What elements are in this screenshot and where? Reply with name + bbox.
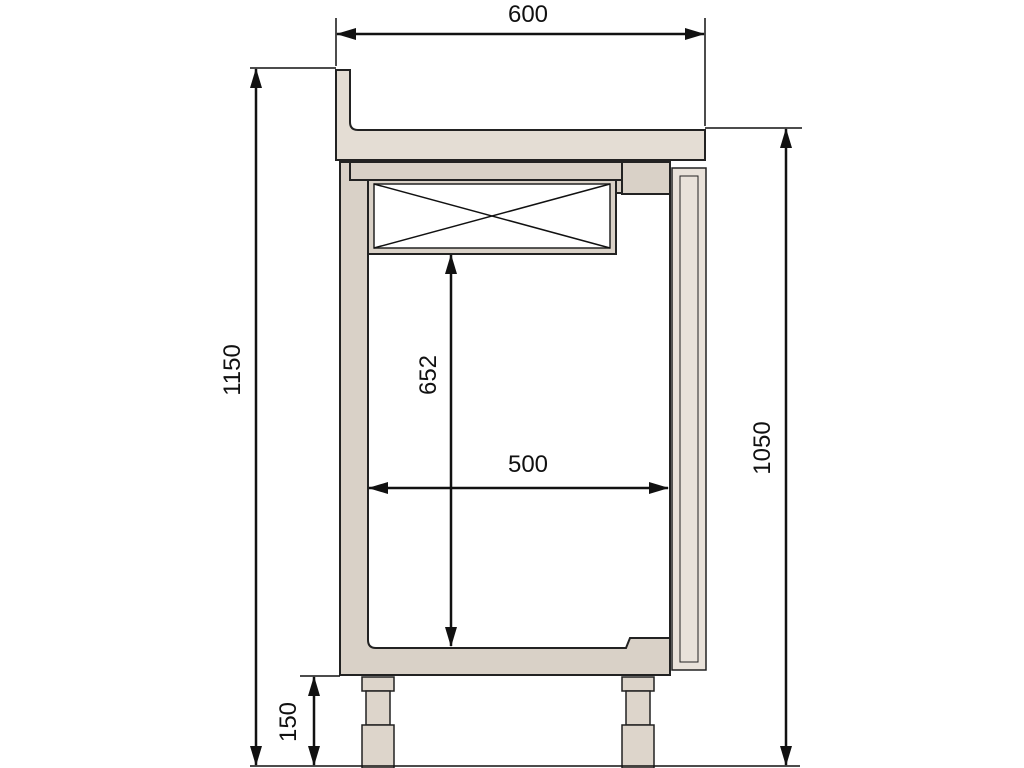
dimension-label-500: 500 bbox=[508, 451, 548, 478]
dimension-label-652: 652 bbox=[415, 355, 442, 395]
leg-front bbox=[621, 676, 655, 768]
dimension-label-150: 150 bbox=[275, 702, 302, 742]
cabinet bbox=[335, 69, 707, 768]
evaporator-cross-2 bbox=[373, 183, 611, 249]
door-inner bbox=[679, 175, 699, 663]
door bbox=[671, 167, 707, 671]
worktop bbox=[335, 69, 706, 161]
leg-rear bbox=[361, 676, 395, 768]
dimension-label-1150: 1150 bbox=[219, 344, 246, 396]
door-bracket bbox=[621, 161, 671, 195]
dimension-label-1050: 1050 bbox=[749, 421, 776, 474]
dimension-label-600: 600 bbox=[508, 1, 548, 28]
